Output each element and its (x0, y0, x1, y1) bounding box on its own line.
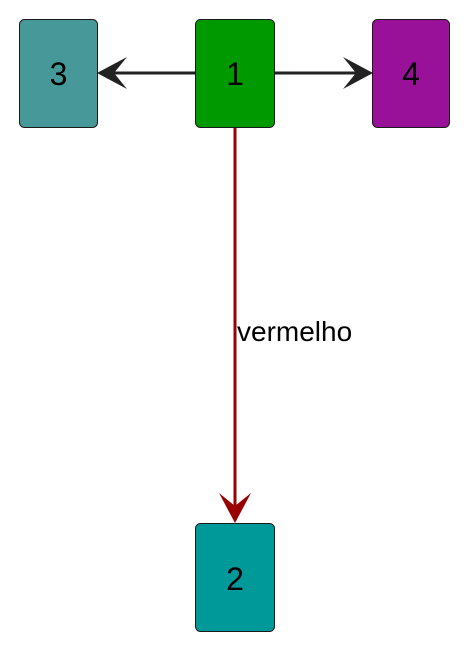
edge-1-to-2-label: vermelho (237, 316, 352, 347)
node-3[interactable]: 3 (19, 19, 98, 128)
edge-1-to-4 (274, 57, 373, 89)
node-4-box (372, 19, 450, 128)
edge-1-to-2-arrowhead (219, 493, 251, 523)
node-4[interactable]: 4 (372, 19, 450, 128)
node-2-label: 2 (226, 561, 244, 597)
node-2-box (195, 523, 275, 632)
node-4-label: 4 (402, 56, 420, 92)
edge-1-to-3-arrowhead (97, 57, 127, 89)
edge-1-to-2: vermelho (219, 128, 352, 523)
node-3-label: 3 (50, 56, 68, 92)
node-1[interactable]: 1 (195, 19, 275, 128)
node-1-box (195, 19, 275, 128)
edge-1-to-3 (97, 57, 196, 89)
edge-1-to-4-arrowhead (343, 57, 373, 89)
node-2[interactable]: 2 (195, 523, 275, 632)
node-3-box (19, 19, 98, 128)
node-1-label: 1 (226, 56, 244, 92)
